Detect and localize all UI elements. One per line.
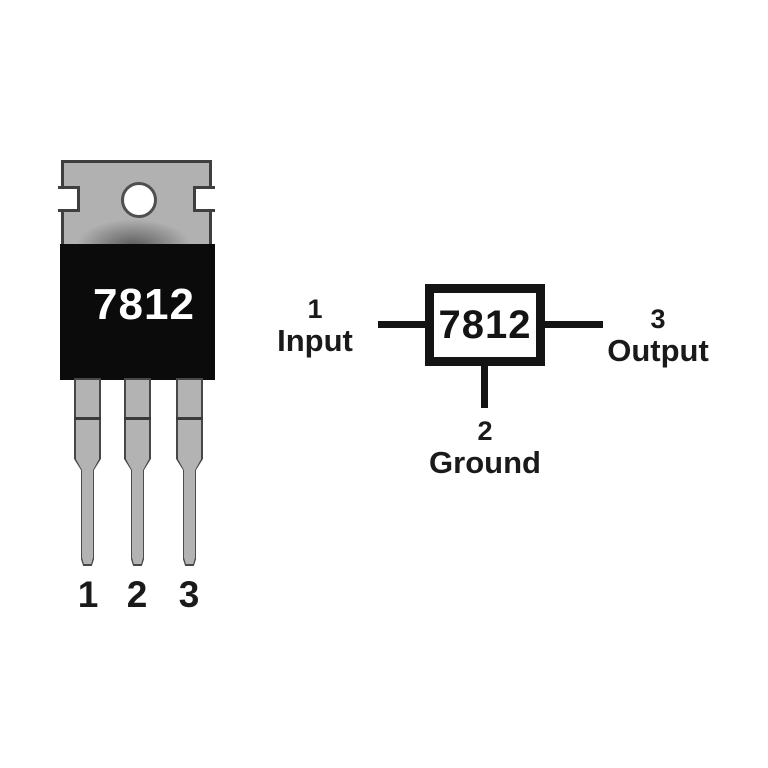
ground-pin-number: 2 <box>477 416 493 446</box>
pin-number-label-2: 2 <box>126 574 148 615</box>
output-pin-name: Output <box>607 333 709 368</box>
package-leg-1 <box>74 378 101 566</box>
part-number-label: 7812 <box>93 280 195 329</box>
chip-label: 7812 <box>438 302 532 347</box>
leg-fill <box>126 380 149 564</box>
input-pin-number: 1 <box>307 294 323 324</box>
input-lead-line <box>378 321 425 328</box>
output-pin-label: 3 Output <box>597 304 719 368</box>
tab-notch-right <box>193 186 215 212</box>
schematic-chip-box: 7812 <box>425 284 545 366</box>
input-pin-label: 1 Input <box>256 294 374 358</box>
ground-lead-line <box>481 366 488 408</box>
package-body: 7812 <box>60 244 215 380</box>
pin-number-label-3: 3 <box>178 574 200 615</box>
leg-shoulder-line <box>74 417 101 420</box>
mounting-hole-icon <box>121 182 157 218</box>
input-pin-name: Input <box>277 323 353 358</box>
package-leg-2 <box>124 378 151 566</box>
pin-number-label-1: 1 <box>77 574 99 615</box>
leg-fill <box>76 380 99 564</box>
output-pin-number: 3 <box>650 304 666 334</box>
output-lead-line <box>545 321 603 328</box>
package-leg-3 <box>176 378 203 566</box>
leg-fill <box>178 380 201 564</box>
leg-shoulder-line <box>176 417 203 420</box>
ground-pin-label: 2 Ground <box>424 416 546 480</box>
tab-notch-left <box>58 186 80 212</box>
leg-shoulder-line <box>124 417 151 420</box>
ground-pin-name: Ground <box>429 445 541 480</box>
